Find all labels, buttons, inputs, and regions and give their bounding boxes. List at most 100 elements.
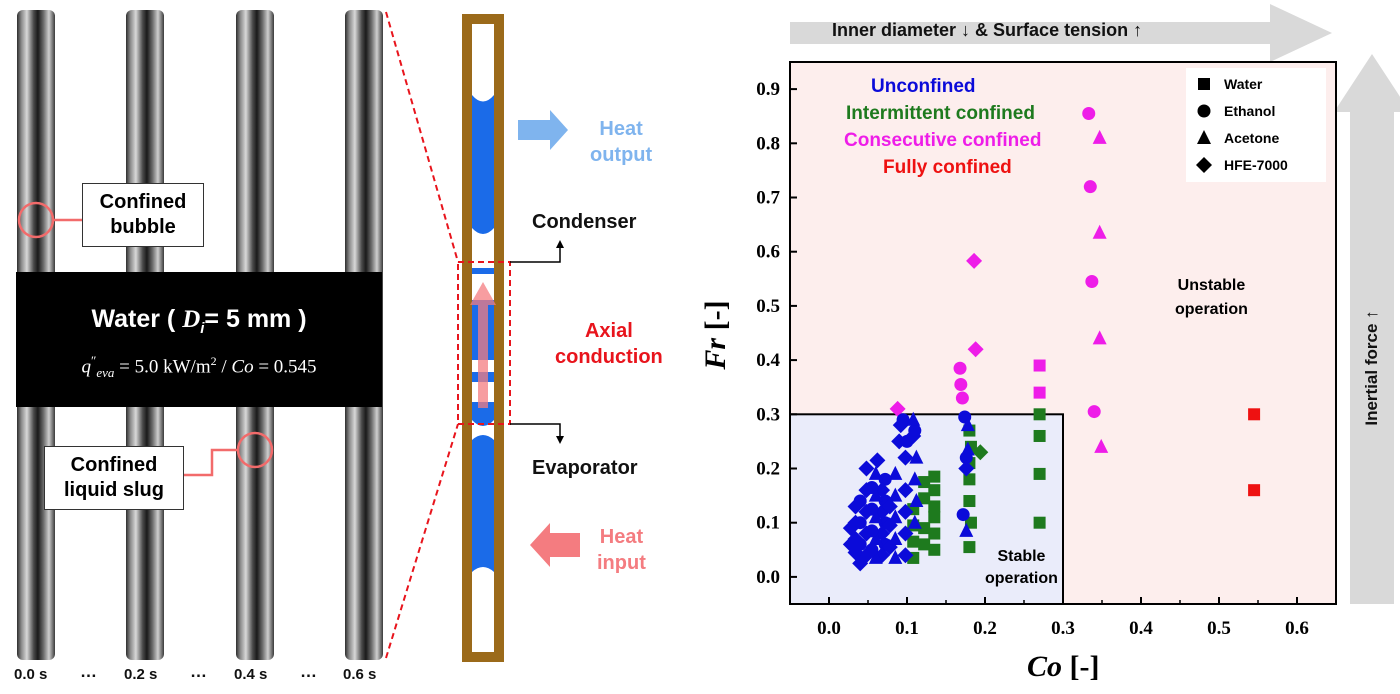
- band-subtitle: q″eva = 5.0 kW/m2 / Co = 0.545: [81, 353, 317, 381]
- data-point: [892, 417, 909, 434]
- data-point: [897, 503, 914, 520]
- tube-schematic: [457, 14, 580, 662]
- data-point: [868, 530, 883, 545]
- time-label: 0.6 s: [343, 666, 377, 683]
- liquid-slug: [472, 435, 494, 572]
- data-point: [909, 493, 924, 508]
- heat-input-arrow: [530, 523, 580, 567]
- data-point: [842, 536, 859, 553]
- data-point: [928, 511, 941, 524]
- liquid-slug: [472, 95, 494, 234]
- data-point: [869, 452, 886, 469]
- data-point: [881, 517, 898, 534]
- y-tick-label: 0.7: [756, 188, 780, 209]
- data-point: [960, 441, 975, 456]
- data-point: [928, 527, 941, 540]
- y-tick-label: 0.6: [756, 242, 780, 263]
- data-point: [958, 460, 975, 477]
- data-point: [918, 538, 931, 551]
- ellipsis: …: [300, 662, 317, 681]
- y-tick-label: 0.5: [756, 296, 780, 317]
- x-axis-title: Co [-]: [1027, 650, 1100, 683]
- data-point: [1092, 224, 1107, 239]
- data-point: [897, 449, 914, 466]
- data-point: [1092, 330, 1107, 345]
- legend-label: Ethanol: [1224, 103, 1275, 119]
- legend-label: Acetone: [1224, 130, 1279, 146]
- x-tick-label: 0.1: [895, 618, 919, 639]
- data-point: [888, 549, 903, 564]
- data-point: [956, 508, 970, 522]
- y-tick-label: 0.9: [756, 79, 780, 100]
- data-point: [967, 341, 984, 358]
- data-point: [954, 377, 968, 391]
- data-point: [1085, 275, 1099, 289]
- y-tick-label: 0.1: [756, 513, 780, 534]
- condenser-label: Condenser: [532, 211, 637, 233]
- data-point: [907, 471, 922, 486]
- y-tick-label: 0.4: [756, 350, 780, 371]
- data-point: [928, 484, 941, 497]
- data-point: [868, 487, 883, 502]
- x-tick-label: 0.5: [1207, 618, 1231, 639]
- data-point: [874, 482, 891, 499]
- data-point: [868, 509, 883, 524]
- x-tick-label: 0.2: [973, 618, 997, 639]
- data-point: [1082, 106, 1096, 120]
- callout-text: liquid slug: [64, 479, 164, 501]
- data-point: [928, 470, 941, 483]
- callout-lines: [17, 11, 459, 659]
- data-point: [963, 541, 976, 554]
- axial-arrow: [470, 282, 496, 408]
- y-tick-label: 0.0: [756, 567, 780, 588]
- ellipsis: …: [190, 662, 207, 681]
- legend-marker: [1198, 78, 1210, 90]
- top-arrow-label: Inner diameter ↓ & Surface tension ↑: [832, 20, 1143, 40]
- top-trend-arrow: [790, 4, 1332, 62]
- x-tick-label: 0.0: [817, 618, 841, 639]
- data-point: [889, 400, 906, 417]
- data-point: [959, 522, 974, 537]
- data-point: [1033, 429, 1046, 442]
- x-tick-label: 0.6: [1285, 618, 1309, 639]
- category-unconfined: Unconfined: [871, 76, 976, 97]
- data-point: [1033, 386, 1046, 399]
- category-intermittent: Intermittent confined: [846, 103, 1035, 124]
- data-point: [909, 449, 924, 464]
- evaporator-label: Evaporator: [532, 457, 638, 479]
- legend-label: Water: [1224, 76, 1263, 92]
- band-title: Water ( Di= 5 mm ): [91, 305, 307, 337]
- right-trend-arrow: [1334, 54, 1400, 604]
- category-fully: Fully confined: [883, 157, 1012, 178]
- y-axis-title: Fr [-]: [699, 300, 732, 370]
- y-tick-label: 0.8: [756, 133, 780, 154]
- data-point: [928, 500, 941, 513]
- data-point: [897, 482, 914, 499]
- data-point: [897, 547, 914, 564]
- data-point: [907, 514, 922, 529]
- callout-text: Confined: [99, 191, 187, 213]
- data-point: [1248, 484, 1261, 497]
- callout-text: Confined: [70, 454, 158, 476]
- data-point: [881, 539, 898, 556]
- callout-confined-slug: Confined liquid slug: [44, 446, 184, 510]
- data-point: [960, 417, 975, 432]
- time-label: 0.2 s: [124, 666, 158, 683]
- data-point: [868, 549, 883, 564]
- y-tick-label: 0.3: [756, 404, 780, 425]
- category-consecutive: Consecutive confined: [844, 130, 1042, 151]
- data-point: [1083, 180, 1097, 194]
- data-point: [858, 503, 875, 520]
- legend-marker: [1196, 157, 1212, 173]
- callout-confined-bubble: Confined bubble: [82, 183, 204, 247]
- data-point: [1094, 438, 1109, 453]
- data-point: [858, 482, 875, 499]
- legend-label: HFE-7000: [1224, 157, 1288, 173]
- data-point: [963, 495, 976, 508]
